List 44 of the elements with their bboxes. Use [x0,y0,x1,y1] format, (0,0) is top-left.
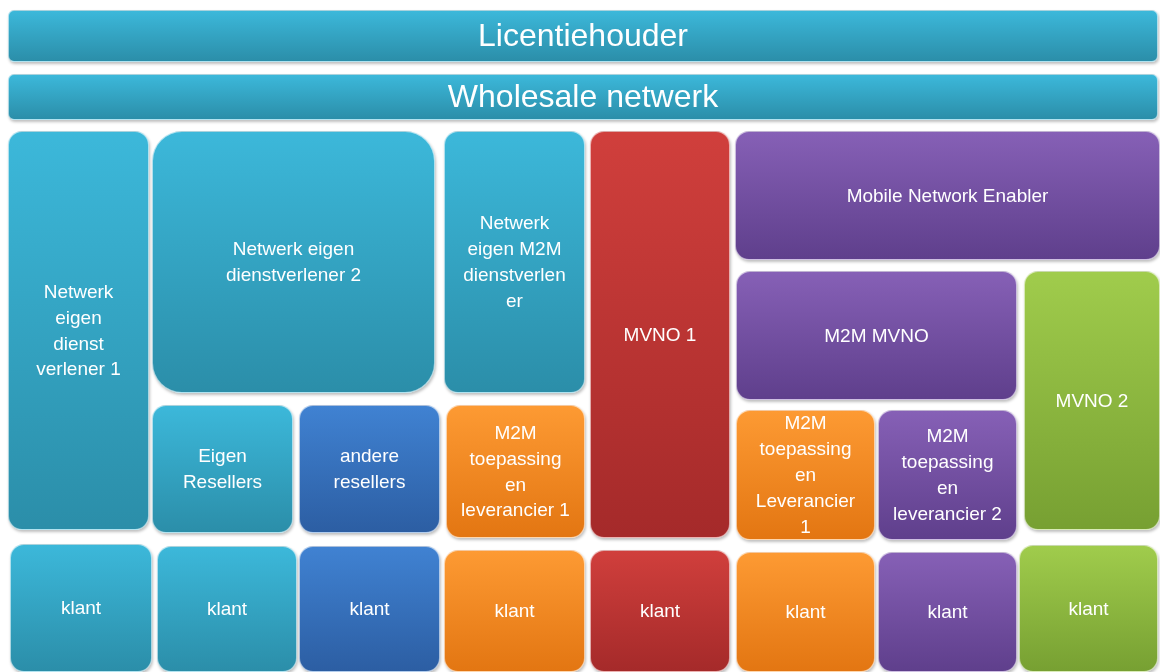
block-panel [152,131,435,393]
block-panel [1019,545,1158,672]
block-label: klant [494,599,535,624]
block-panel [878,410,1017,540]
block-label: Wholesale netwerk [447,77,719,117]
block-panel [10,544,152,672]
block-panel [736,410,875,540]
block-label: Eigen Resellers [181,444,264,494]
block-panel [299,405,440,533]
block-panel [8,10,1158,62]
block-label: klant [60,596,102,621]
block-label: Mobile Network Enabler [846,183,1049,208]
block-panel [446,405,585,538]
block-panel [8,74,1158,120]
block-panel [444,131,585,393]
block-panel [152,405,293,533]
block-panel [736,271,1017,400]
block-label: klant [785,600,826,625]
block-panel [736,552,875,672]
block-label: andere resellers [332,444,407,494]
block-label: klant [349,597,390,622]
block-panel [878,552,1017,672]
block-panel [590,550,730,672]
block-panel [157,546,297,672]
block-label: klant [927,600,968,625]
block-label: klant [1068,596,1109,621]
block-label: Licentiehouder [478,16,688,56]
block-label: Netwerk eigen dienstverlener 2 [224,237,363,287]
block-panel [444,550,585,672]
block-panel [1024,271,1160,530]
block-label: M2M toepassing en Leverancier 1 [754,411,857,539]
block-label: M2M toepassing en leverancier 2 [892,424,1003,526]
block-label: klant [206,597,248,622]
block-panel [590,131,730,538]
block-label: klant [639,599,681,624]
block-panel [299,546,440,672]
block-label: M2M toepassing en leverancier 1 [460,420,571,523]
block-panel [735,131,1160,260]
block-label: M2M MVNO [824,323,929,348]
block-label: Netwerk eigen dienst verlener 1 [35,279,122,382]
block-panel [8,131,149,530]
block-label: MVNO 2 [1055,388,1129,413]
block-label: MVNO 1 [623,322,697,347]
block-label: Netwerk eigen M2M dienstverlener [462,211,567,313]
